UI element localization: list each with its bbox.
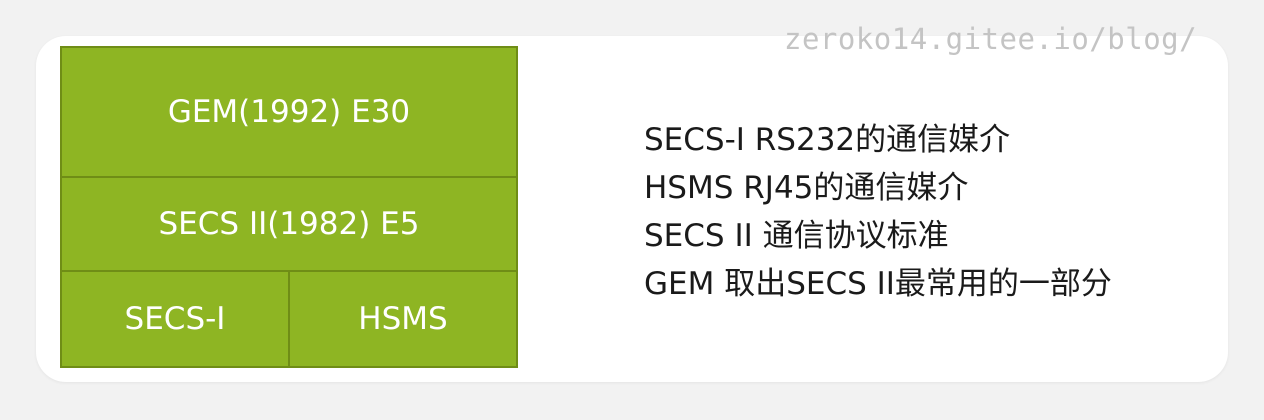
watermark: zeroko14.gitee.io/blog/	[784, 22, 1198, 56]
note-hsms: HSMS RJ45的通信媒介	[644, 170, 969, 206]
note-secs-i: SECS-I RS232的通信媒介	[644, 122, 1011, 158]
note-secs-ii: SECS II 通信协议标准	[644, 218, 949, 254]
layer-secs-ii: SECS II(1982) E5	[62, 178, 516, 272]
layer-gem: GEM(1992) E30	[62, 48, 516, 178]
note-gem: GEM 取出SECS II最常用的一部分	[644, 266, 1112, 302]
layer-hsms: HSMS	[358, 301, 448, 337]
protocol-stack-diagram: GEM(1992) E30 SECS II(1982) E5 SECS-I HS…	[60, 46, 518, 368]
notes-list: SECS-I RS232的通信媒介 HSMS RJ45的通信媒介 SECS II…	[644, 116, 1224, 308]
layer-secs-i: SECS-I	[62, 272, 290, 366]
